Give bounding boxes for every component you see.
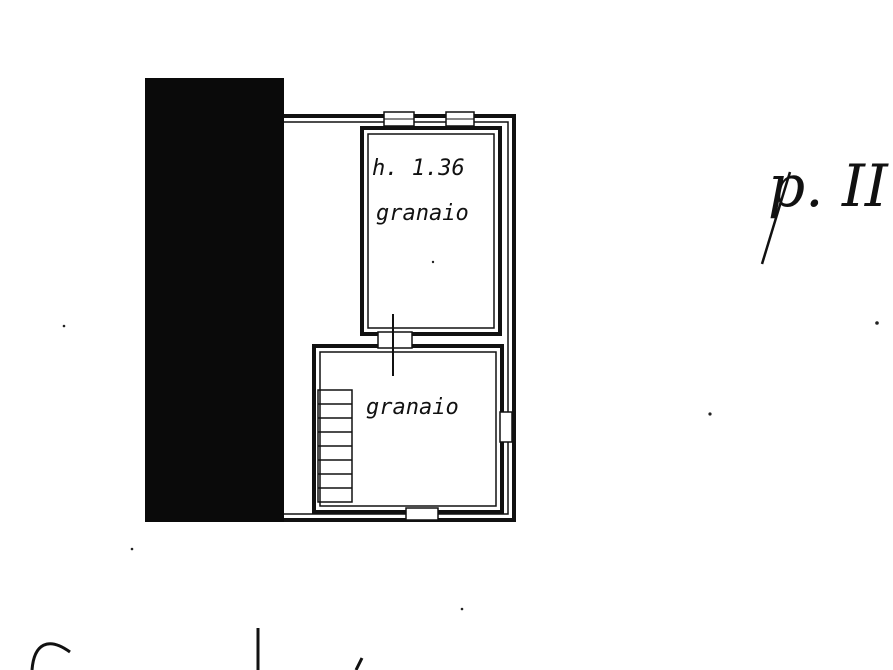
staircase <box>317 389 353 503</box>
room-label-lower: granaio <box>366 395 459 420</box>
window-bottom <box>405 507 439 521</box>
floor-label: p. II <box>768 152 889 220</box>
bottom-handwriting-strokes <box>30 628 364 670</box>
room-lower <box>312 344 504 514</box>
window-right <box>499 411 513 443</box>
door-between-rooms <box>377 314 413 376</box>
scan-specks <box>62 260 879 611</box>
room-label-upper: granaio <box>376 201 469 226</box>
floor-label-stroke <box>760 171 792 265</box>
adjacent-building <box>145 78 284 522</box>
window-top-2 <box>445 111 475 127</box>
room-upper <box>360 126 502 336</box>
window-top-1 <box>383 111 415 127</box>
room-height-label: h. 1.36 <box>372 156 465 181</box>
